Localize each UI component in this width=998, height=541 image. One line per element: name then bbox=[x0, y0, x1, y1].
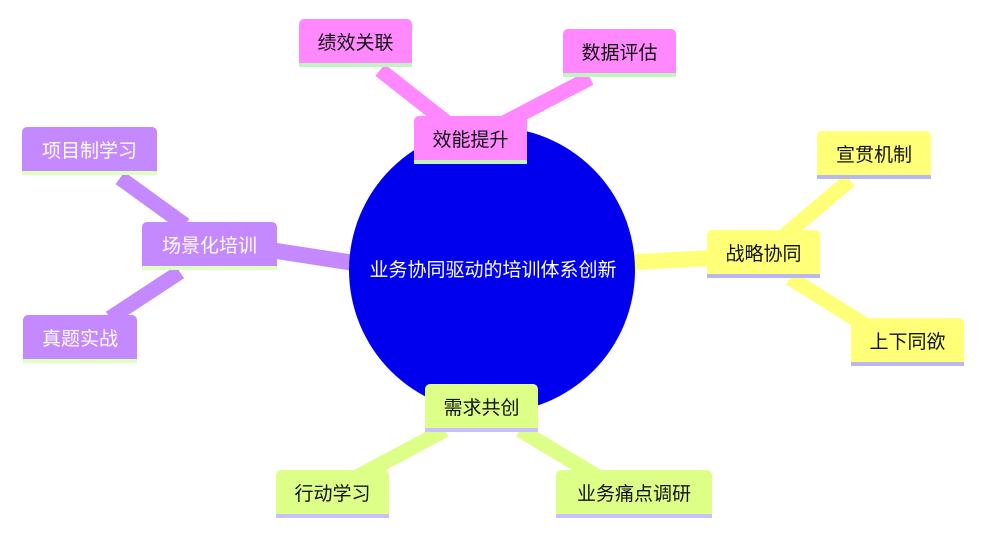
root-node[interactable]: 业务协同驱动的培训体系创新 bbox=[350, 127, 636, 413]
node-需求共创[interactable]: 需求共创 bbox=[425, 384, 538, 432]
node-真题实战[interactable]: 真题实战 bbox=[23, 315, 137, 363]
node-项目制学习[interactable]: 项目制学习 bbox=[22, 127, 157, 175]
root-circle bbox=[349, 127, 635, 413]
node-场景化培训[interactable]: 场景化培训 bbox=[142, 222, 277, 270]
node-行动学习[interactable]: 行动学习 bbox=[276, 470, 389, 518]
node-宣贯机制[interactable]: 宣贯机制 bbox=[817, 131, 931, 179]
edge-战略协同-上下同欲 bbox=[786, 271, 869, 332]
node-战略协同[interactable]: 战略协同 bbox=[707, 230, 820, 278]
edge-场景化培训-项目制学习 bbox=[115, 171, 190, 232]
node-绩效关联[interactable]: 绩效关联 bbox=[299, 19, 412, 67]
edge-效能提升-绩效关联 bbox=[375, 64, 455, 131]
root-label: 业务协同驱动的培训体系创新 bbox=[369, 259, 617, 281]
edge-场景化培训-真题实战 bbox=[105, 265, 185, 325]
edge-战略协同-宣贯机制 bbox=[780, 174, 855, 241]
node-数据评估[interactable]: 数据评估 bbox=[563, 29, 676, 77]
node-效能提升[interactable]: 效能提升 bbox=[414, 116, 527, 164]
node-上下同欲[interactable]: 上下同欲 bbox=[851, 318, 964, 366]
node-业务痛点调研[interactable]: 业务痛点调研 bbox=[556, 470, 712, 518]
